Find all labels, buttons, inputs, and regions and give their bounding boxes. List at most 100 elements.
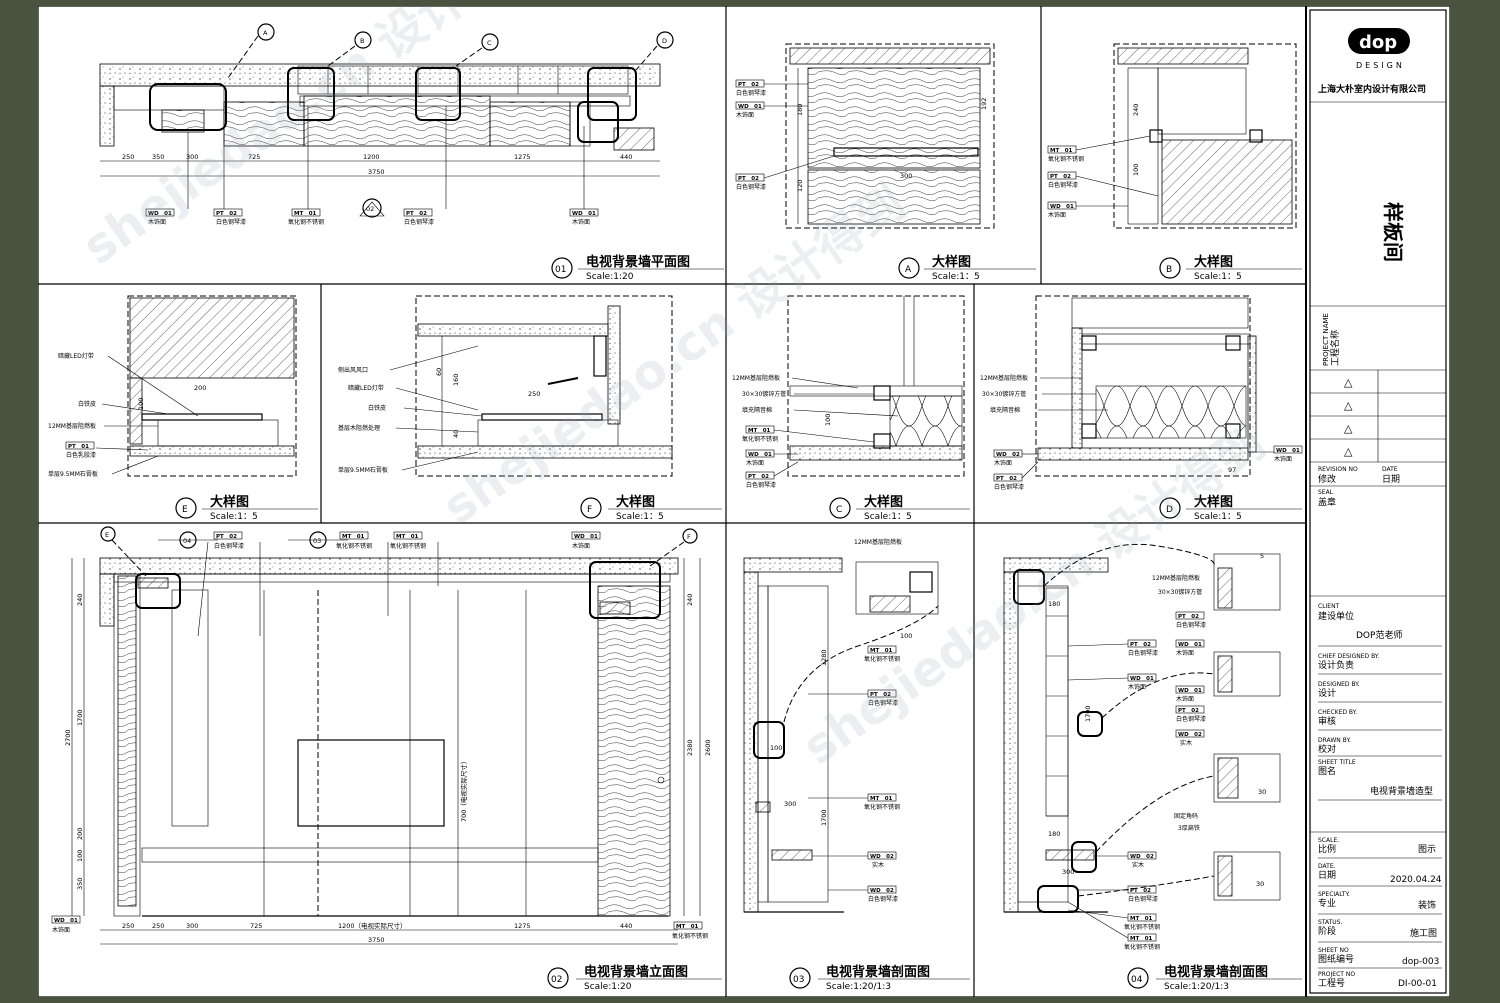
svg-text:STATUS.: STATUS. [1318,919,1343,926]
svg-text:木饰面: 木饰面 [572,218,590,226]
svg-text:C: C [487,39,492,47]
svg-text:E: E [182,505,188,515]
svg-text:DATE: DATE [1382,466,1398,473]
title-E: E 大样图 Scale:1：5 [175,494,318,522]
svg-text:大样图: 大样图 [864,494,903,510]
svg-text:木饰面: 木饰面 [1176,695,1194,703]
svg-text:160: 160 [452,374,460,386]
svg-text:B: B [360,37,364,45]
svg-text:300: 300 [784,800,796,808]
title-C: C 大样图 Scale:1：5 [829,494,970,522]
title-01: 01 电视背景墙平面图 Scale:1:20 [551,254,724,282]
svg-text:5: 5 [1260,552,1264,560]
svg-text:木饰面: 木饰面 [572,542,590,550]
svg-text:Scale:1:20/1:3: Scale:1:20/1:3 [1164,982,1229,992]
svg-text:WD 01: WD 01 [1178,688,1202,694]
svg-text:木饰面: 木饰面 [148,218,166,226]
svg-text:专业: 专业 [1318,897,1336,909]
svg-text:01: 01 [555,265,566,275]
svg-text:Scale:1:20/1:3: Scale:1:20/1:3 [826,982,891,992]
svg-text:MT 01: MT 01 [294,211,317,217]
svg-text:电视背景墙平面图: 电视背景墙平面图 [586,254,690,270]
svg-text:DOP范老师: DOP范老师 [1356,629,1402,641]
elev-callout-F[interactable]: F [649,528,698,567]
svg-text:1275: 1275 [514,922,531,930]
svg-text:MT 01: MT 01 [1050,148,1073,154]
svg-text:Scale:1：5: Scale:1：5 [1194,512,1242,522]
title-B: B 大样图 Scale:1：5 [1159,254,1302,282]
svg-text:12MM基层阻燃板: 12MM基层阻燃板 [732,374,780,382]
svg-text:△: △ [1344,445,1353,458]
svg-text:30×30镀锌方管: 30×30镀锌方管 [1158,588,1202,596]
svg-text:氧化钢不锈钢: 氧化钢不锈钢 [864,803,900,811]
svg-text:240: 240 [76,594,84,606]
svg-text:D: D [1166,505,1173,515]
svg-text:装饰: 装饰 [1418,899,1436,911]
svg-text:12MM基层阻燃板: 12MM基层阻燃板 [854,538,902,546]
svg-text:60: 60 [435,368,443,376]
svg-text:100: 100 [824,414,832,426]
svg-text:dop: dop [1359,32,1397,53]
svg-text:PT 02: PT 02 [1050,174,1071,180]
svg-text:MT 01: MT 01 [870,648,893,654]
svg-text:200: 200 [76,828,84,840]
svg-text:1200: 1200 [363,153,380,161]
svg-text:350: 350 [152,153,164,161]
svg-text:DATE.: DATE. [1318,863,1336,870]
svg-text:样板间: 样板间 [1381,202,1405,262]
svg-text:单层9.5MM石膏板: 单层9.5MM石膏板 [48,470,98,478]
svg-text:氧化钢不锈钢: 氧化钢不锈钢 [288,218,324,226]
svg-text:工程号: 工程号 [1318,978,1345,989]
svg-text:725: 725 [250,922,262,930]
svg-text:2700: 2700 [64,729,72,746]
elevation-drawing-02: 250 250 300 725 1200（电视实际尺寸） 1275 440 37… [51,526,712,945]
svg-text:氧化钢不锈钢: 氧化钢不锈钢 [672,932,708,940]
callout-B[interactable]: B [327,31,372,67]
svg-text:PT 02: PT 02 [996,476,1017,482]
svg-text:PT 02: PT 02 [738,176,759,182]
svg-text:氧化钢不锈钢: 氧化钢不锈钢 [1124,923,1160,931]
svg-text:WD 02: WD 02 [1130,854,1154,860]
section-callout-02[interactable]: 02 [359,198,385,218]
svg-text:WD 01: WD 01 [1130,676,1154,682]
svg-text:1200（电视实际尺寸）: 1200（电视实际尺寸） [338,921,407,930]
svg-text:PT 02: PT 02 [748,474,769,480]
callout-D[interactable]: D [635,31,674,71]
svg-text:PT 02: PT 02 [1130,888,1151,894]
svg-text:3750: 3750 [368,936,385,944]
svg-text:电视背景墙剖面图: 电视背景墙剖面图 [1164,964,1268,980]
svg-text:300: 300 [1062,868,1074,876]
svg-text:校对: 校对 [1318,743,1336,755]
svg-text:氧化钢不锈钢: 氧化钢不锈钢 [864,655,900,663]
company-logo: dop DESIGN [1348,28,1410,70]
elev-callout-E[interactable]: E [100,526,147,577]
svg-text:盖章: 盖章 [1318,496,1336,508]
svg-text:白铁皮: 白铁皮 [78,400,96,408]
svg-text:填充隔音棉: 填充隔音棉 [742,406,772,414]
svg-text:MT 01: MT 01 [1130,936,1153,942]
svg-text:WD 01: WD 01 [738,104,762,110]
svg-text:PT 02: PT 02 [738,82,759,88]
svg-text:PROJECT NO: PROJECT NO [1318,971,1355,978]
svg-text:大样图: 大样图 [1194,254,1233,270]
callout-A[interactable]: A [227,23,275,79]
cad-drawing: 250 350 300 725 1200 1275 440 3750 A B C… [37,0,1451,998]
callout-C[interactable]: C [455,33,499,67]
svg-text:侧出风风口: 侧出风风口 [338,366,368,374]
svg-text:单层9.5MM石膏板: 单层9.5MM石膏板 [338,466,388,474]
svg-text:大样图: 大样图 [932,254,971,270]
svg-text:A: A [905,265,912,275]
svg-text:工程名称: 工程名称 [1329,330,1341,366]
svg-text:△: △ [1344,422,1353,435]
svg-text:700（电视实际尺寸）: 700（电视实际尺寸） [459,758,468,822]
svg-text:300: 300 [186,922,198,930]
title-D: D 大样图 Scale:1：5 [1159,494,1302,522]
svg-text:40: 40 [452,430,460,438]
svg-text:CHECKED BY.: CHECKED BY. [1318,709,1357,716]
svg-text:30×30镀锌方管: 30×30镀锌方管 [742,390,786,398]
svg-text:2380: 2380 [686,739,694,756]
svg-text:白色钢琴漆: 白色钢琴漆 [868,895,898,903]
